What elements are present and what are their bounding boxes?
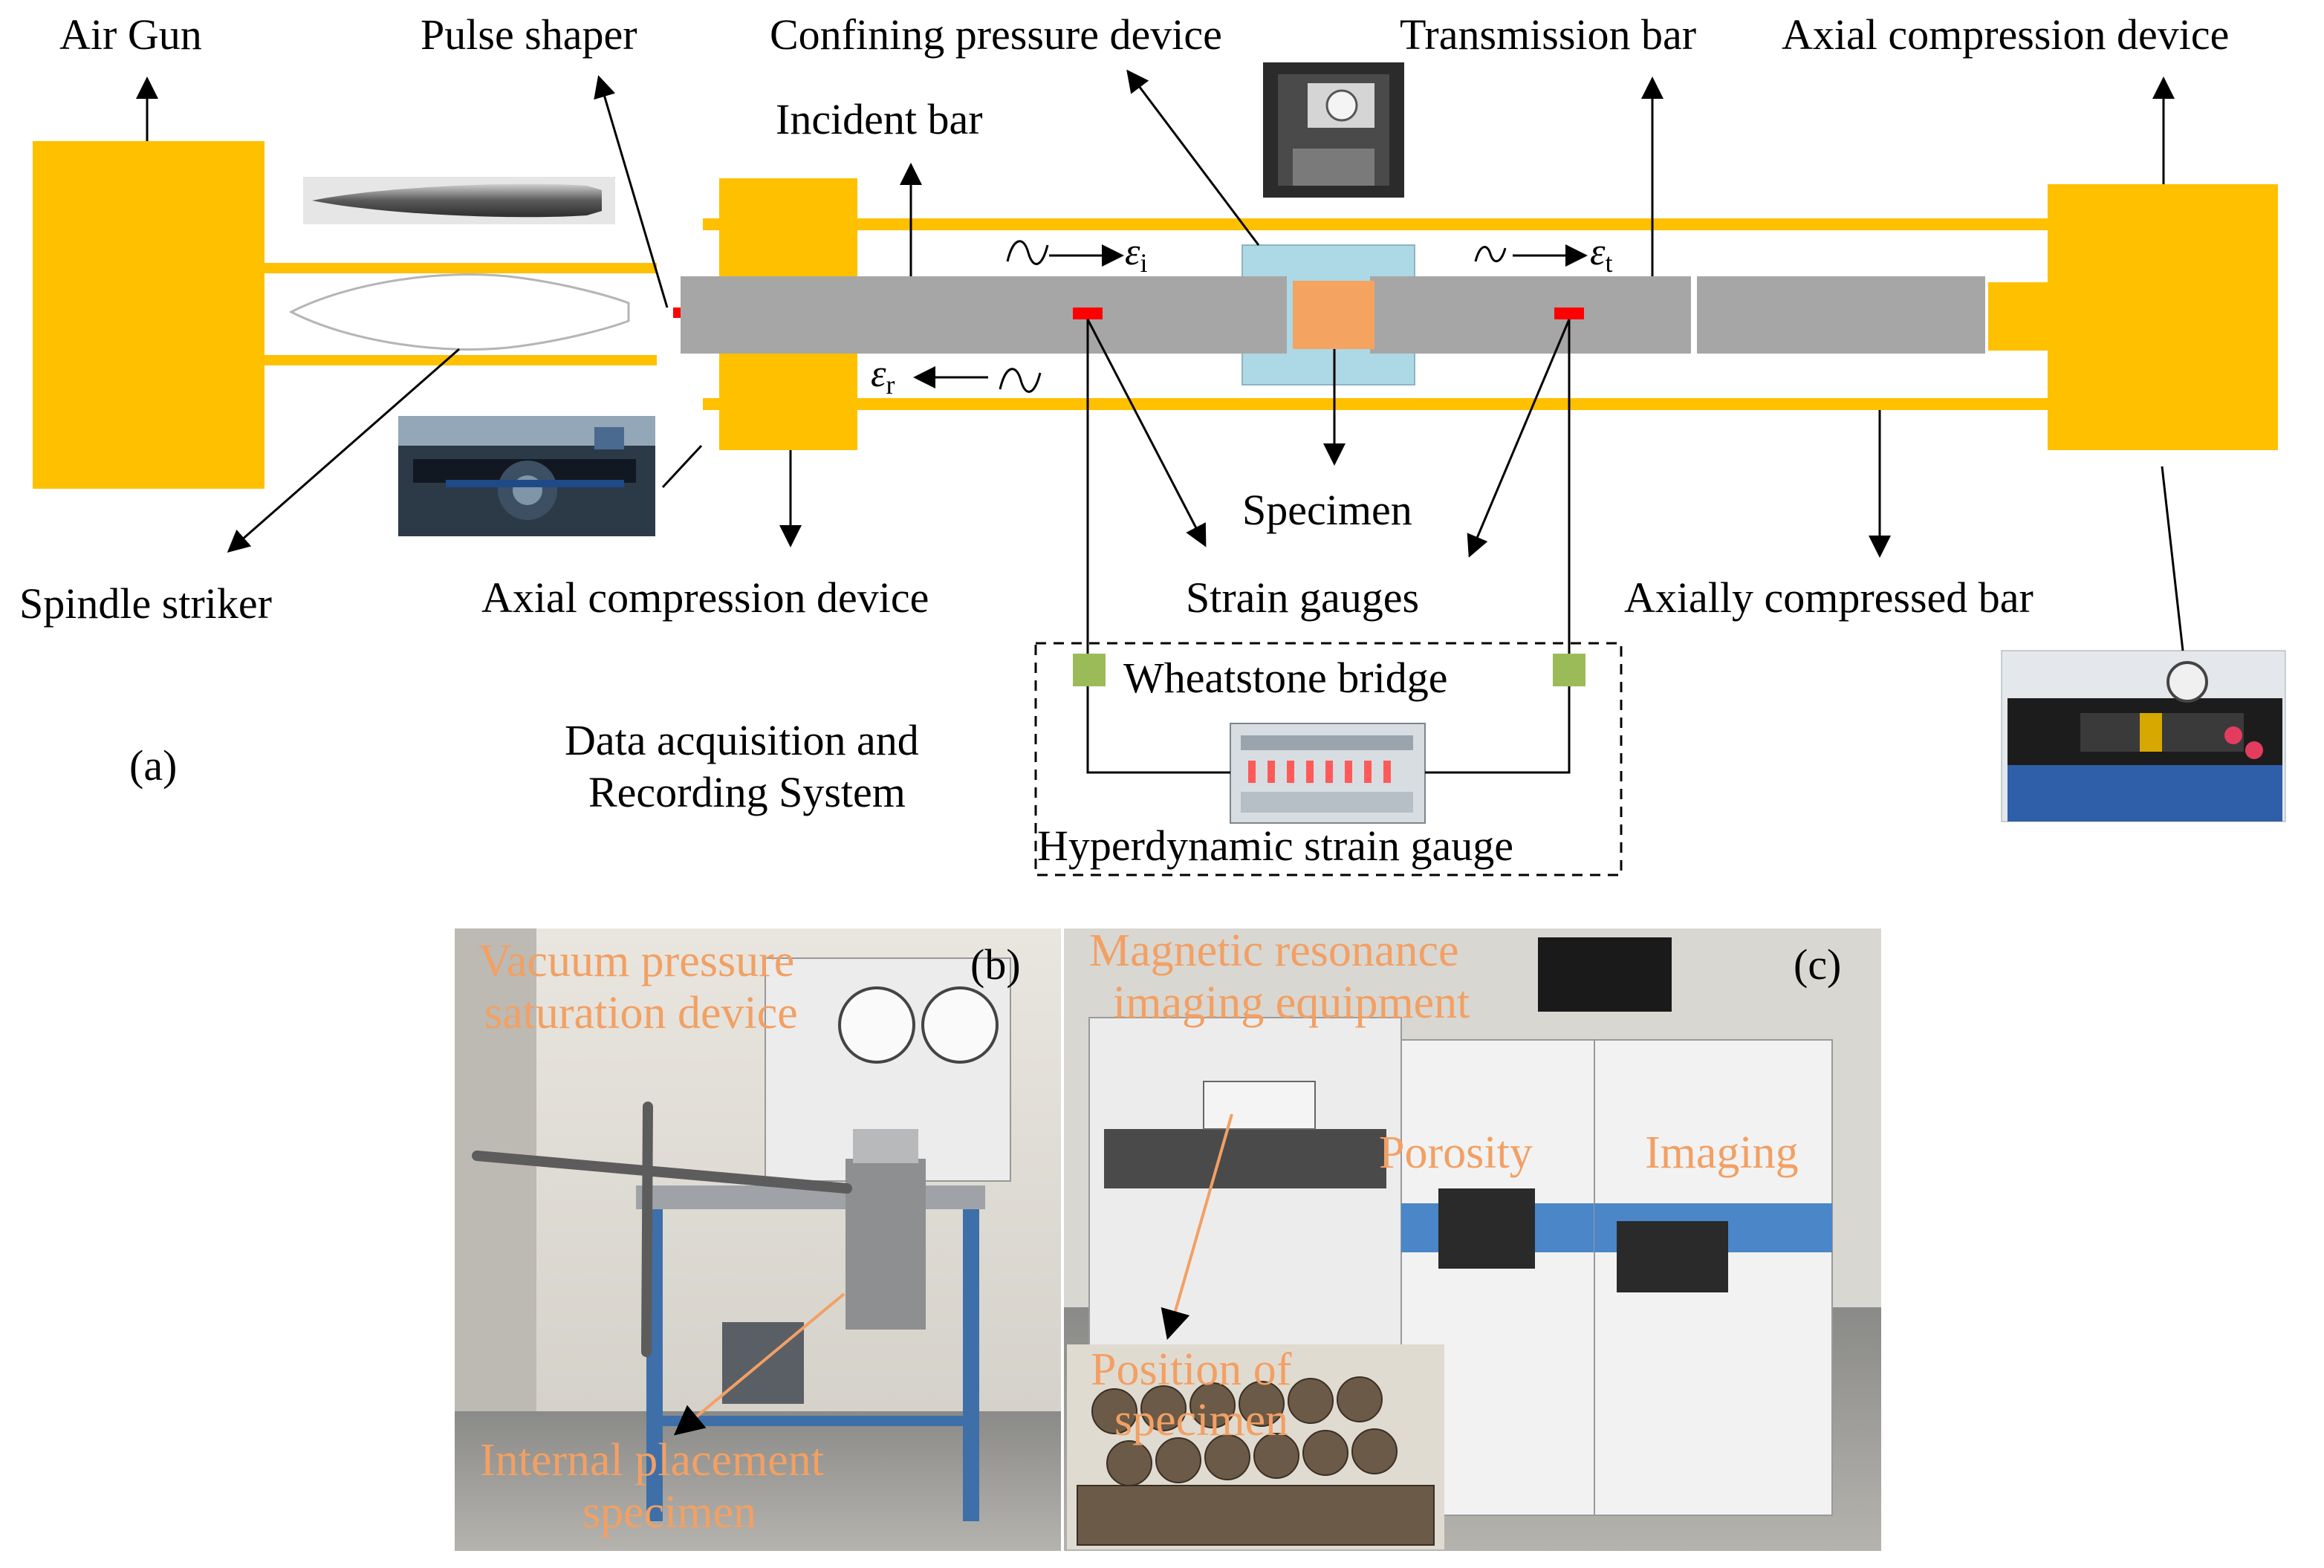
wave-glyphs [999,240,1507,393]
panel-b-title-line1: Vacuum pressure [478,936,794,986]
leader-striker-photo [661,444,703,489]
label-hyperdynamic: Hyperdynamic strain gauge [1037,822,1513,870]
spindle-striker-shape [288,273,630,351]
panel-b-vessel [845,1159,926,1330]
axial-rod-top [703,218,2049,230]
panel-b-bottom-line2: specimen [582,1487,756,1538]
panel-b: Vacuum pressure saturation device Intern… [455,928,1061,1551]
arrow-confining [1126,69,1260,246]
panel-a: εi εt εr Air Gun Pulse shaper Confining … [19,10,2286,876]
label-specimen: Specimen [1242,486,1412,534]
label-daq-line2: Recording System [588,768,906,816]
label-axial-device-right: Axial compression device [1782,10,2229,59]
specimen-block [1293,281,1374,349]
arrow-spindle-striker [227,348,460,553]
daq-box [1034,642,1623,876]
label-strain-gauges: Strain gauges [1186,573,1419,622]
label-daq-line1: Data acquisition and [565,716,919,764]
gauge-wiring [1086,319,1571,774]
strain-gauge-transmission [1554,308,1584,319]
arrow-gauges-left [1086,319,1207,547]
leader-axial-photo [2161,466,2184,651]
panel-c-monitor [1538,937,1672,1012]
panel-b-title-line2: saturation device [484,988,798,1038]
panel-b-bottom-line1: Internal placement [480,1435,824,1486]
panel-c-title-line2: imaging equipment [1113,977,1470,1028]
panel-c-title-line1: Magnetic resonance [1089,925,1458,976]
striker-guide-top [264,263,657,273]
panel-c-tag: (c) [1794,940,1841,989]
panel-c: Magnetic resonance imaging equipment Por… [1064,925,1881,1551]
arrow-pulse-shaper [594,75,669,308]
label-axial-device-left: Axial compression device [481,573,929,622]
label-incident-bar: Incident bar [776,95,983,143]
transmission-bar [1370,276,1691,354]
bridge-node-right [1553,654,1585,686]
air-gun-block [33,141,264,489]
wave-label-incident: εi [1125,231,1148,278]
strain-gauge-instrument-photo [1230,723,1426,824]
annotation-arrows [136,69,2175,558]
wave-icon-transmitted [1474,246,1507,262]
label-spindle-striker: Spindle striker [19,579,272,628]
axial-rod-bottom [703,398,2049,410]
panel-a-tag: (a) [129,741,177,790]
axially-compressed-bar [1697,276,1985,354]
panel-c-porosity-label: Porosity [1379,1128,1533,1178]
strain-gauge-incident [1073,308,1103,319]
incident-bar [681,276,1287,354]
wave-icon-reflected [999,368,1042,393]
axial-device-photo [2001,650,2286,822]
panel-c-position-line1: Position of [1091,1344,1292,1395]
label-transmission-bar: Transmission bar [1400,10,1696,59]
panel-c-specimen-inset [1067,1344,1444,1549]
striker-photo [398,416,655,536]
label-wheatstone-bridge: Wheatstone bridge [1123,654,1447,702]
wave-label-reflected: εr [871,353,895,400]
bridge-node-left [1073,654,1106,686]
label-confining-device: Confining pressure device [770,10,1222,59]
axial-device-right-boss [1988,282,2052,351]
panel-b-tag: (b) [970,940,1021,989]
label-pulse-shaper: Pulse shaper [421,10,637,59]
panel-c-imaging-label: Imaging [1645,1128,1799,1178]
wave-label-transmitted: εt [1590,231,1613,278]
label-axially-compressed-bar: Axially compressed bar [1624,573,2034,622]
striker-guide-bottom [264,355,657,365]
confining-device-photo [1263,62,1404,198]
wave-icon-incident [1006,240,1049,265]
panel-c-position-line2: specimen [1114,1395,1288,1445]
arrow-gauges-right [1467,319,1571,558]
axial-device-right-block [2048,184,2278,450]
label-air-gun: Air Gun [59,10,202,59]
pulse-shaper-photo [303,177,615,224]
